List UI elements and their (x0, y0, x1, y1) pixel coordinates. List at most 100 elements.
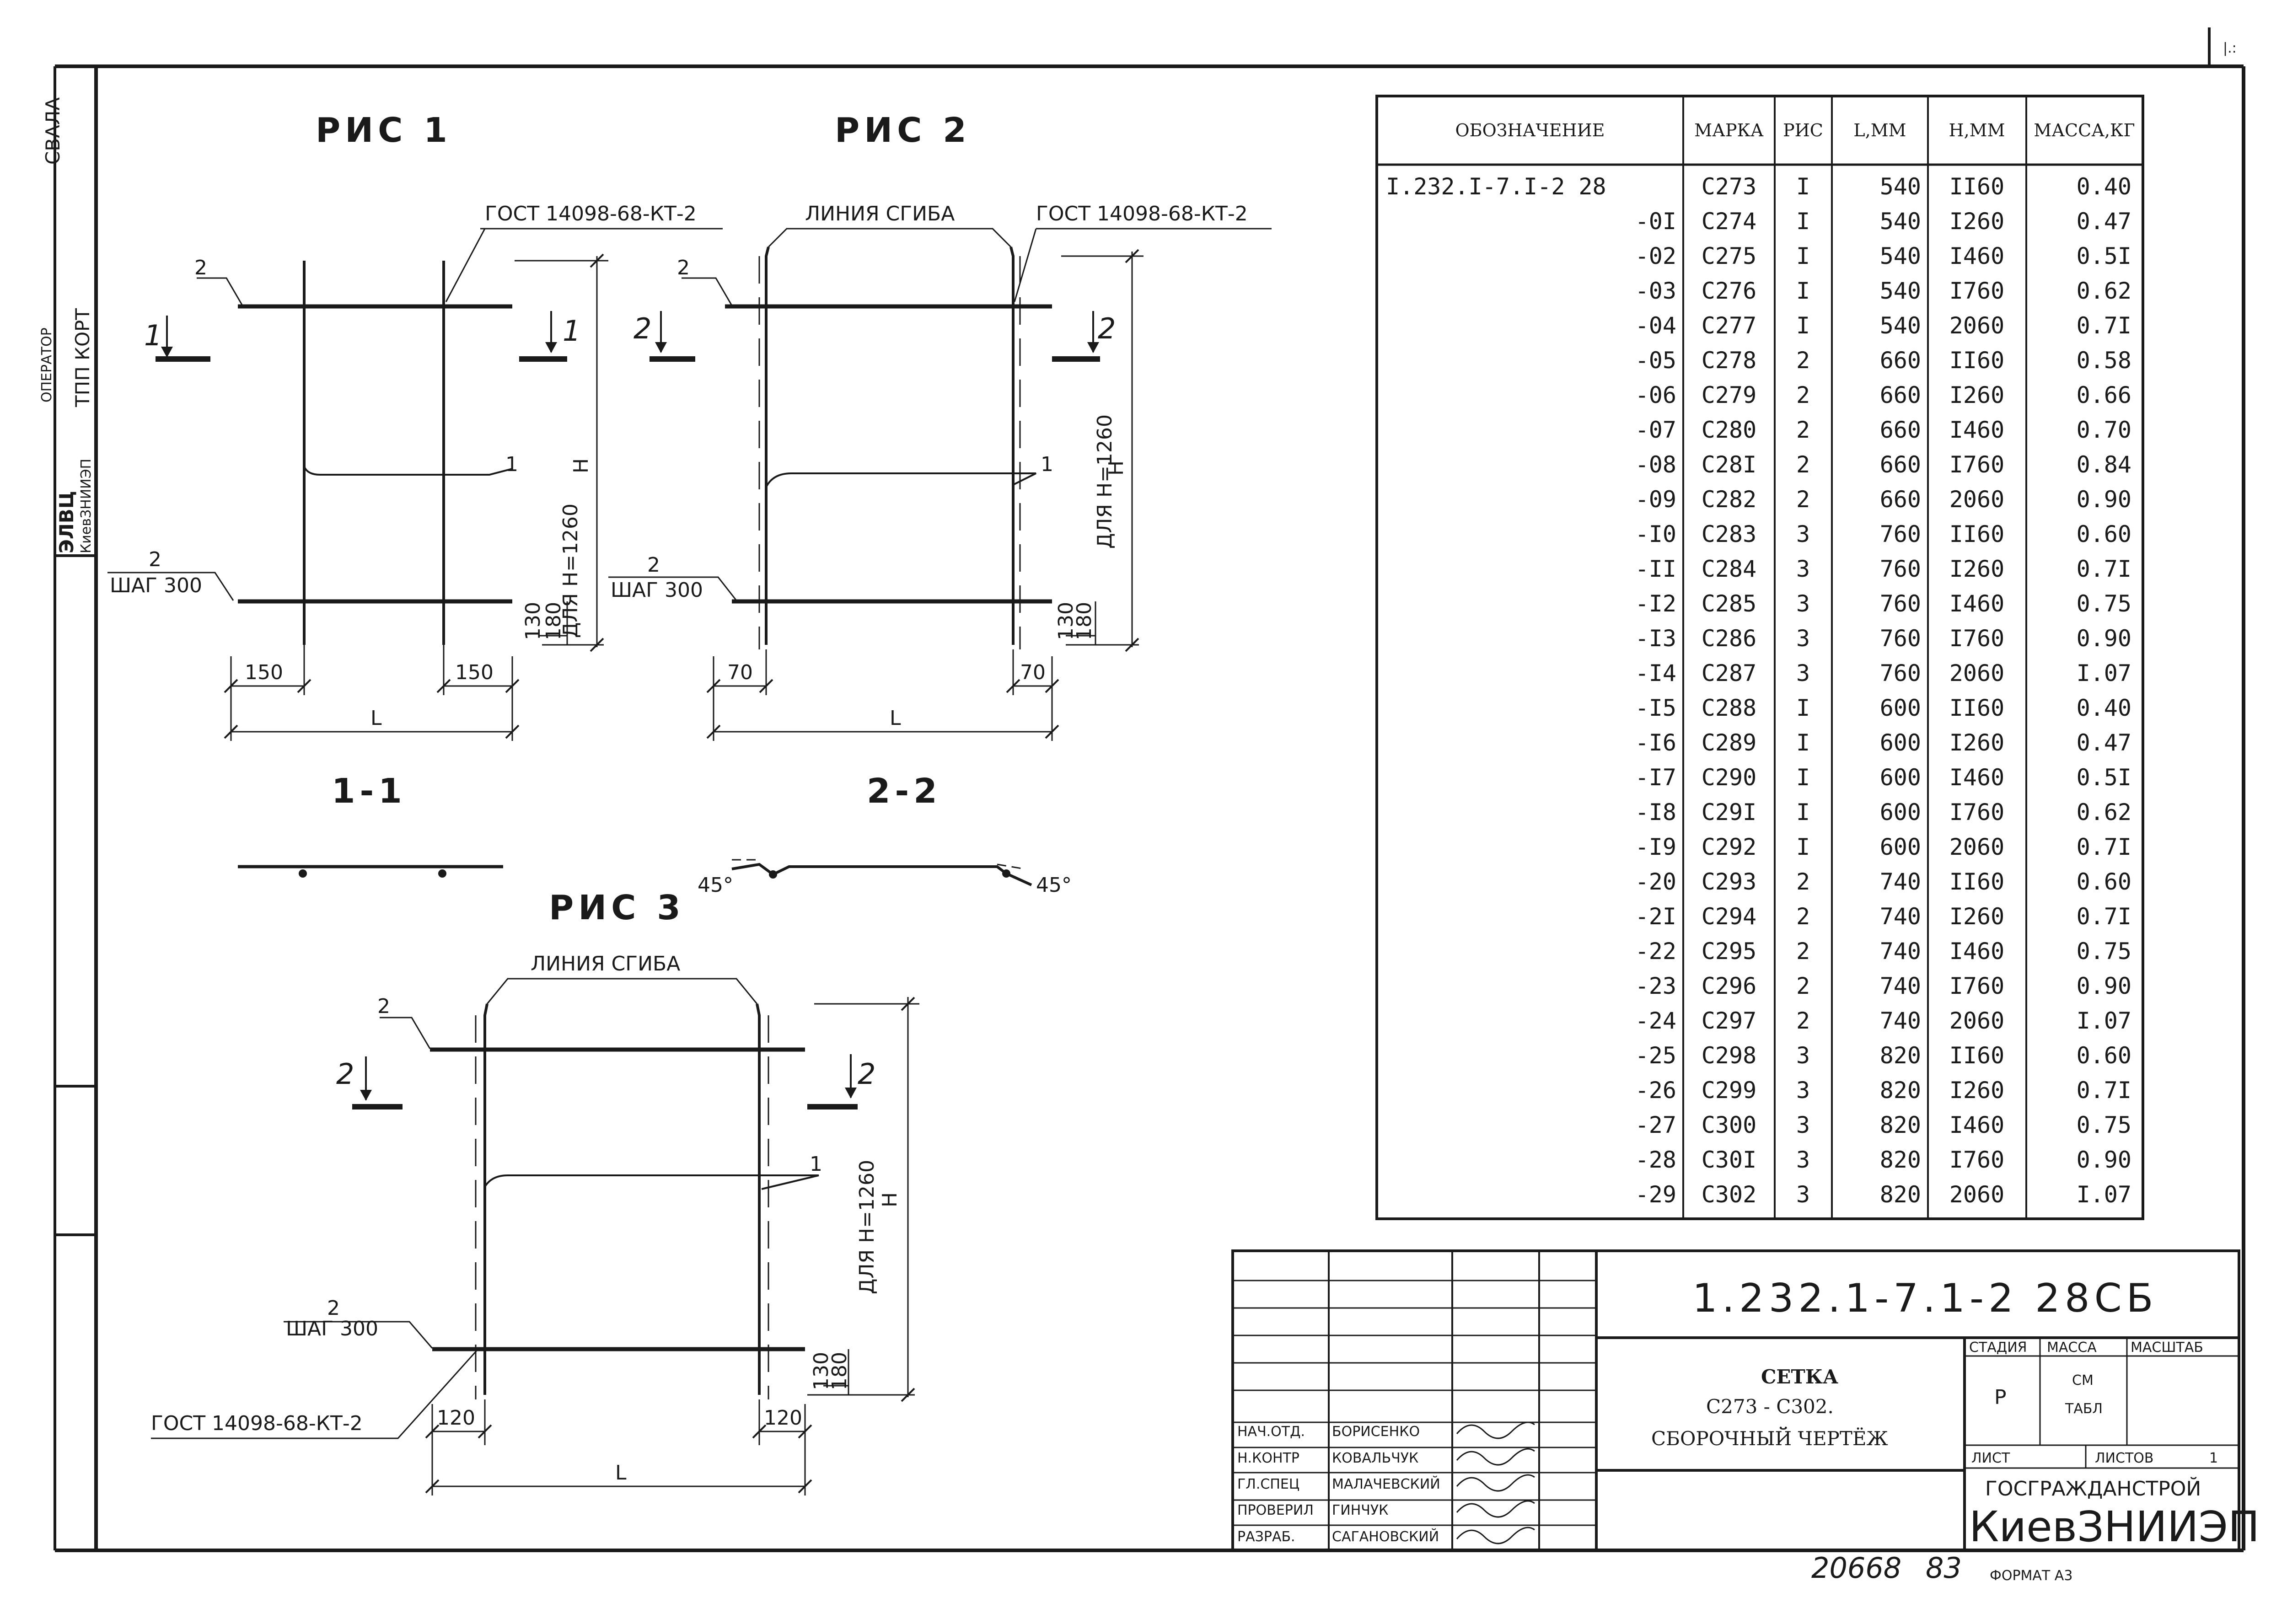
table-cell: 660 (1880, 486, 1921, 513)
svg-text:2: 2 (377, 995, 390, 1018)
table-cell: I260 (1949, 208, 2004, 235)
svg-text:2: 2 (336, 1057, 354, 1091)
table-cell: 740 (1880, 903, 1921, 930)
table-cell: 760 (1880, 590, 1921, 617)
table-cell: I (1796, 312, 1810, 339)
table-cell: 0.62 (2077, 278, 2131, 304)
table-cell: 600 (1880, 799, 1921, 825)
table-cell: С285 (1702, 590, 1756, 617)
table-cell: I260 (1949, 729, 2004, 756)
side-stamp: СВАЛА ОПЕРАТОР ТПП КОРТ ЭЛВЦ КиевЗНИИЭП (39, 97, 94, 553)
svg-text:ЛИСТОВ: ЛИСТОВ (2095, 1450, 2153, 1466)
table-cell: I (1796, 834, 1810, 860)
table-cell: I460 (1949, 938, 2004, 965)
table-cell: -I7 (1635, 764, 1676, 791)
svg-text:150: 150 (455, 661, 494, 684)
table-cell: II60 (1949, 521, 2004, 547)
inventory-number: 20668 (1811, 1551, 1901, 1585)
table-cell: II60 (1949, 868, 2004, 895)
table-cell: 0.90 (2077, 973, 2131, 999)
table-cell: 0.5I (2077, 243, 2131, 269)
doc-name-1: СЕТКА (1761, 1366, 1838, 1388)
table-cell: 660 (1880, 382, 1921, 408)
page-number: 83 (1926, 1551, 1962, 1585)
table-cell: I760 (1949, 973, 2004, 999)
svg-text:СМ: СМ (2072, 1372, 2094, 1388)
table-cell: 3 (1796, 556, 1810, 582)
table-cell: -27 (1635, 1112, 1676, 1138)
svg-text:1: 1 (1041, 453, 1053, 476)
table-cell: С298 (1702, 1042, 1756, 1069)
table-cell: -23 (1635, 973, 1676, 999)
table-cell: 0.7I (2077, 556, 2131, 582)
table-header-cell: ОБОЗНАЧЕНИЕ (1455, 120, 1605, 140)
table-cell: 660 (1880, 451, 1921, 478)
svg-text:1: 1 (505, 453, 518, 476)
table-cell: 2060 (1949, 1008, 2004, 1034)
table-cell: -I0 (1635, 521, 1676, 547)
signature (1456, 1474, 1535, 1492)
table-cell: 740 (1880, 1008, 1921, 1034)
table-cell: 0.5I (2077, 764, 2131, 791)
table-cell: I460 (1949, 764, 2004, 791)
staff-role: ГЛ.СПЕЦ (1237, 1476, 1299, 1492)
table-cell: С297 (1702, 1008, 1756, 1034)
table-cell: -05 (1635, 347, 1676, 374)
staff-role: РАЗРАБ. (1237, 1529, 1295, 1545)
svg-text:ТАБЛ: ТАБЛ (2065, 1401, 2103, 1417)
table-cell: 2 (1796, 1008, 1810, 1034)
table-cell: I760 (1949, 625, 2004, 652)
table-cell: I460 (1949, 1112, 2004, 1138)
table-cell: II60 (1949, 1042, 2004, 1069)
svg-text:ДЛЯ Н=1260: ДЛЯ Н=1260 (559, 504, 582, 638)
table-cell: I (1796, 695, 1810, 721)
table-cell: 0.7I (2077, 312, 2131, 339)
table-cell: -I6 (1635, 729, 1676, 756)
table-cell: 0.75 (2077, 590, 2131, 617)
stage-value: Р (1994, 1386, 2007, 1409)
table-cell: С288 (1702, 695, 1756, 721)
table-cell: 3 (1796, 1112, 1810, 1138)
svg-text:ШАГ 300: ШАГ 300 (286, 1317, 378, 1340)
table-cell: I460 (1949, 590, 2004, 617)
table-cell: -I2 (1635, 590, 1676, 617)
staff-name: КОВАЛЬЧУК (1332, 1450, 1418, 1466)
signature (1456, 1527, 1535, 1544)
svg-text:45°: 45° (698, 874, 733, 897)
org-line-1: ГОСГРАЖДАНСТРОЙ (1985, 1476, 2201, 1501)
staff-name: МАЛАЧЕВСКИЙ (1332, 1476, 1440, 1492)
table-cell: 760 (1880, 660, 1921, 686)
side-stamp-operator: ОПЕРАТОР (39, 327, 55, 402)
table-cell: 820 (1880, 1147, 1921, 1173)
table-cell: 0.60 (2077, 521, 2131, 547)
table-cell: I (1796, 764, 1810, 791)
table-cell: 540 (1880, 243, 1921, 269)
table-cell: I (1796, 173, 1810, 200)
table-cell: 0.60 (2077, 1042, 2131, 1069)
svg-text:70: 70 (727, 661, 753, 684)
table-cell: -04 (1635, 312, 1676, 339)
svg-text:2: 2 (149, 548, 161, 571)
table-cell: II60 (1949, 173, 2004, 200)
table-cell: I760 (1949, 799, 2004, 825)
svg-text:2: 2 (633, 312, 651, 345)
section-1-1-label: 1-1 (332, 772, 407, 811)
table-cell: I760 (1949, 451, 2004, 478)
sheet-frame (54, 27, 2245, 1552)
table-cell: I (1796, 208, 1810, 235)
table-cell: 820 (1880, 1077, 1921, 1104)
table-cell: С294 (1702, 903, 1756, 930)
table-cell: 0.66 (2077, 382, 2131, 408)
svg-text:120: 120 (437, 1406, 475, 1430)
svg-text:1: 1 (810, 1152, 822, 1176)
table-cell: 0.75 (2077, 938, 2131, 965)
